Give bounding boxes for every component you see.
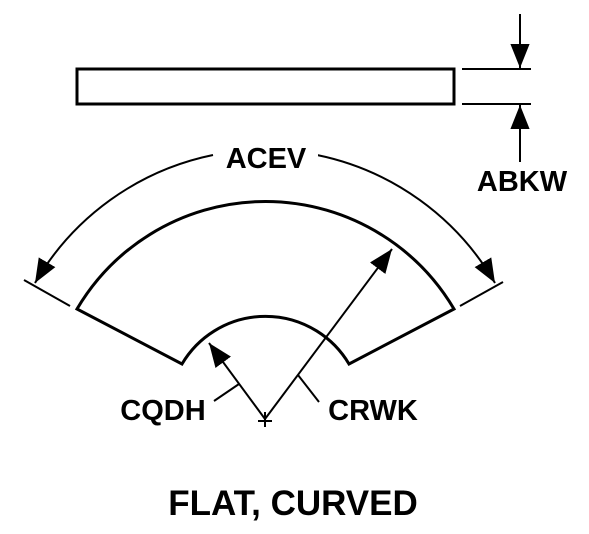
diagram-caption: FLAT, CURVED xyxy=(168,484,418,523)
arc-dimension-left xyxy=(34,154,214,284)
outer-radius-leader xyxy=(297,374,320,403)
arc-extension-left xyxy=(23,279,71,307)
inner-radius-leader xyxy=(213,383,240,402)
curved-segment-outline xyxy=(74,200,457,366)
inner-radius-label: CQDH xyxy=(120,395,205,427)
inner-radius-arrow xyxy=(208,342,266,420)
arc-length-label: ACEV xyxy=(226,143,307,175)
arc-dimension-right xyxy=(316,154,496,284)
outer-radius-arrow xyxy=(264,248,393,420)
arc-label-gap xyxy=(214,138,318,174)
outer-radius-label: CRWK xyxy=(328,395,418,427)
thickness-label: ABKW xyxy=(477,166,568,198)
flat-strip-outline xyxy=(75,67,456,106)
arc-extension-right xyxy=(459,281,504,307)
